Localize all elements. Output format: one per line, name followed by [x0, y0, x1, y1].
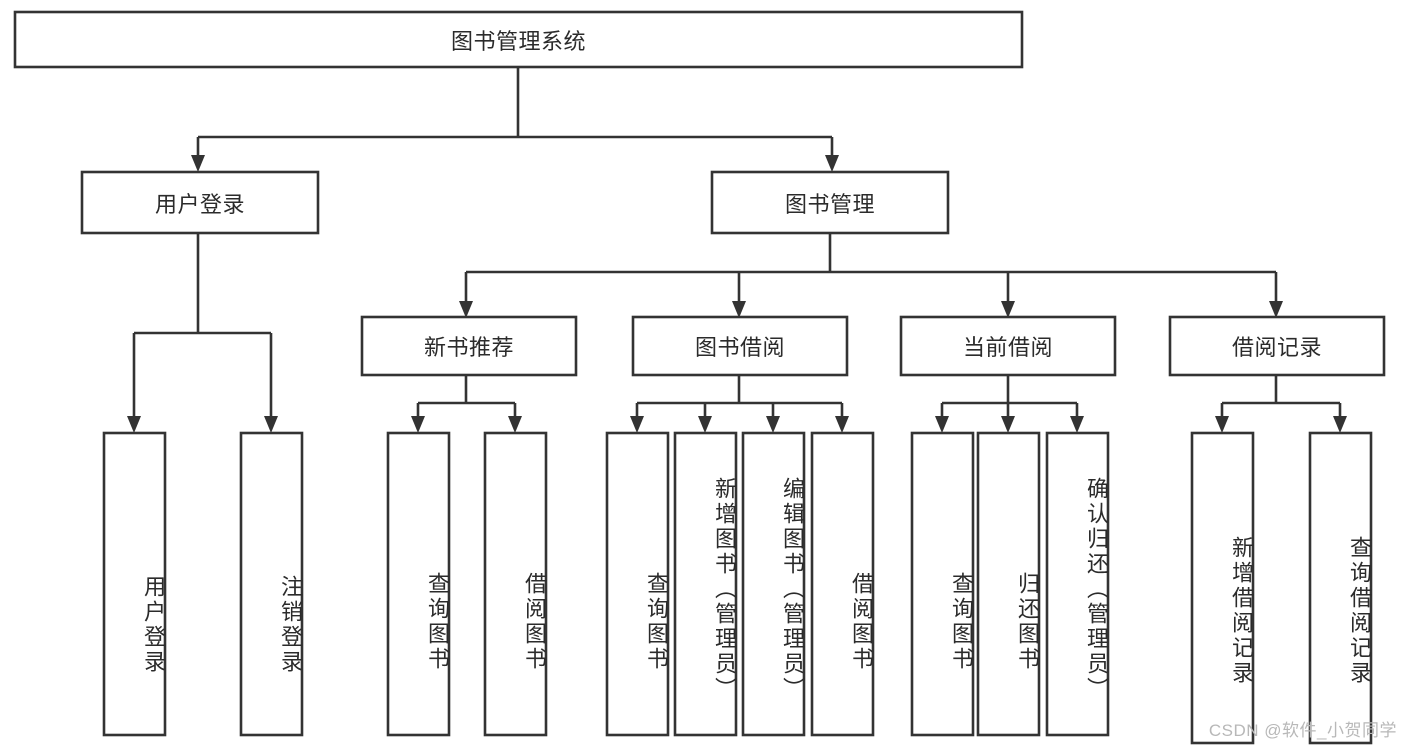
connector-newbook-to-leaves [411, 375, 522, 433]
connector-root-to-level1 [191, 67, 839, 172]
connector-borrowrecord-to-leaves [1215, 375, 1347, 433]
node-leaf-query-record [1308, 431, 1373, 745]
node-leaf-add-record [1190, 431, 1255, 745]
node-leaf-query-book-2 [605, 431, 670, 737]
node-leaf-add-book [673, 431, 738, 737]
node-book-manage [710, 170, 950, 235]
node-current-borrow [899, 315, 1117, 377]
connector-bookmanage-to-level2 [459, 233, 1283, 318]
node-user-login [80, 170, 320, 235]
connector-currentborrow-to-leaves [935, 375, 1084, 433]
node-borrow-record [1168, 315, 1386, 377]
node-leaf-return-book [976, 431, 1041, 737]
node-new-book-recommend [360, 315, 578, 377]
node-leaf-user-login [102, 431, 167, 737]
node-leaf-logout [239, 431, 304, 737]
node-leaf-borrow-book-2 [810, 431, 875, 737]
connector-userlogin-to-leaves [127, 233, 278, 433]
node-leaf-query-book-1 [386, 431, 451, 737]
node-leaf-query-book-3 [910, 431, 975, 737]
node-book-borrow [631, 315, 849, 377]
connector-bookborrow-to-leaves [630, 375, 849, 433]
node-leaf-edit-book [741, 431, 806, 737]
node-leaf-borrow-book-1 [483, 431, 548, 737]
node-leaf-confirm-return [1045, 431, 1110, 737]
node-root [13, 10, 1024, 69]
